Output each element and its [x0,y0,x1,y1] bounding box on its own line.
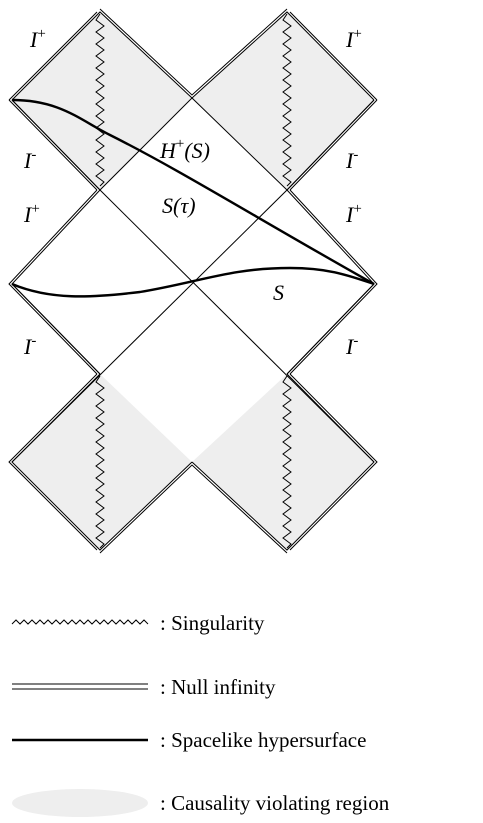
hypersurface-s [11,266,375,298]
singularity-top-right [282,13,292,187]
legend-item-singularity: : Singularity [11,611,265,635]
legend-singularity-text: : Singularity [160,611,265,635]
label-past-null-infinity-upper-right: I- [345,147,358,173]
label-surface: S [273,280,284,305]
spacelike-hypersurfaces [11,98,375,298]
label-future-null-infinity-middle-right: I+ [345,201,362,227]
hypersurface-s-tau [11,98,375,286]
singularities [95,13,292,549]
legend-item-null-infinity: : Null infinity [12,675,276,699]
legend-causality-violating-region-text: : Causality violating region [160,791,390,815]
region-bottom-right [192,374,374,550]
label-past-null-infinity-lower-right: I- [345,333,358,359]
legend-item-causality-violating-region: : Causality violating region [12,789,390,817]
singularity-bottom-left [95,375,105,549]
legend-singularity-symbol [11,619,149,625]
null-infinity-boundaries [8,8,378,554]
legend-null-infinity-text: : Null infinity [160,675,276,699]
label-past-null-infinity-upper-left: I- [23,147,36,173]
label-future-null-infinity-top-right: I+ [345,26,362,52]
label-future-null-infinity-middle-left: I+ [23,201,40,227]
legend-item-spacelike-hypersurface: : Spacelike hypersurface [12,728,366,752]
singularity-bottom-right [282,375,292,549]
label-horizon: H+(S) [159,136,210,163]
label-evolved-surface: S(τ) [162,193,196,218]
diagram-labels: I+ I+ I- I- I+ I+ I- I- H+(S) S(τ) S [23,26,362,359]
label-past-null-infinity-lower-left: I- [23,333,36,359]
singularity-top-left [95,13,105,187]
label-future-null-infinity-top-left: I+ [29,26,46,52]
legend: : Singularity : Null infinity : Spacelik… [11,611,390,817]
region-top-right [192,12,374,190]
legend-spacelike-hypersurface-text: : Spacelike hypersurface [160,728,366,752]
